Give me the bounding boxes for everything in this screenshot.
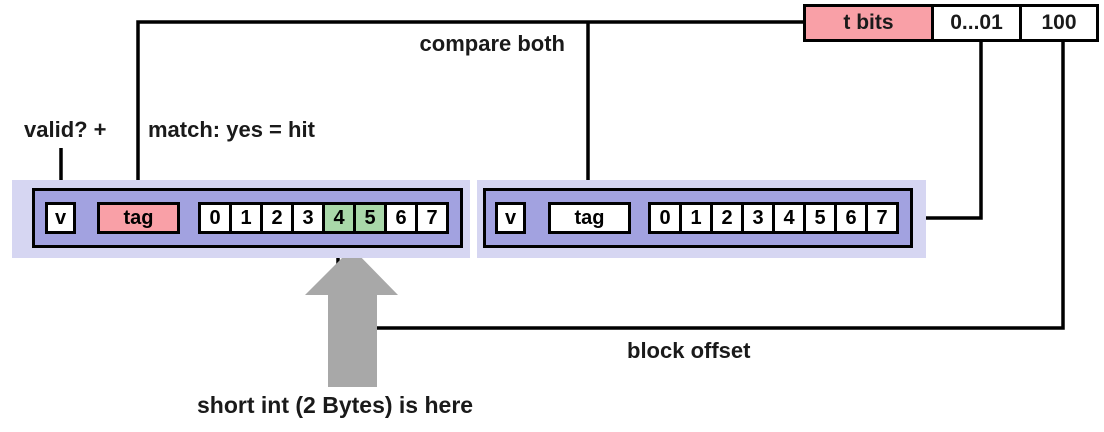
cache-line-0-valid: v bbox=[45, 202, 76, 234]
cache-line-1-byte-3: 3 bbox=[741, 202, 775, 234]
cache-line-1-bytes: 0 1 2 3 4 5 6 7 bbox=[648, 202, 899, 234]
address-field-2: 100 bbox=[1019, 4, 1099, 42]
cache-line-0-byte-5: 5 bbox=[353, 202, 387, 234]
cache-line-1: v tag 0 1 2 3 4 5 6 7 bbox=[483, 188, 913, 248]
cache-line-0-tag: tag bbox=[97, 202, 180, 234]
cache-line-0-byte-2: 2 bbox=[260, 202, 294, 234]
compare-both-label: compare both bbox=[419, 31, 565, 56]
cache-line-0-byte-1: 1 bbox=[229, 202, 263, 234]
cache-line-1-tag: tag bbox=[548, 202, 631, 234]
address-register: t bits 0...01 100 bbox=[803, 4, 1099, 42]
cache-line-0: v tag 0 1 2 3 4 5 6 7 bbox=[32, 188, 463, 248]
short-int-label: short int (2 Bytes) is here bbox=[197, 392, 474, 418]
cache-line-0-byte-7: 7 bbox=[415, 202, 449, 234]
match-check-label: match: yes = hit bbox=[148, 117, 315, 142]
cache-line-0-byte-0: 0 bbox=[198, 202, 232, 234]
set-select-line bbox=[924, 41, 983, 220]
cache-line-1-byte-4: 4 bbox=[772, 202, 806, 234]
cache-line-1-byte-0: 0 bbox=[648, 202, 682, 234]
cache-line-0-bytes: 0 1 2 3 4 5 6 7 bbox=[198, 202, 449, 234]
cache-line-1-byte-2: 2 bbox=[710, 202, 744, 234]
cache-line-1-byte-1: 1 bbox=[679, 202, 713, 234]
cache-line-1-byte-5: 5 bbox=[803, 202, 837, 234]
cache-line-1-valid: v bbox=[495, 202, 526, 234]
cache-line-1-byte-7: 7 bbox=[865, 202, 899, 234]
cache-line-1-byte-6: 6 bbox=[834, 202, 868, 234]
cache-line-0-byte-4: 4 bbox=[322, 202, 356, 234]
up-arrow-icon bbox=[305, 248, 398, 387]
cache-line-0-byte-3: 3 bbox=[291, 202, 325, 234]
block-offset-label: block offset bbox=[627, 338, 751, 363]
address-field-0: t bits bbox=[803, 4, 934, 42]
cache-line-0-byte-6: 6 bbox=[384, 202, 418, 234]
address-field-1: 0...01 bbox=[931, 4, 1022, 42]
valid-check-label: valid? + bbox=[24, 117, 107, 142]
